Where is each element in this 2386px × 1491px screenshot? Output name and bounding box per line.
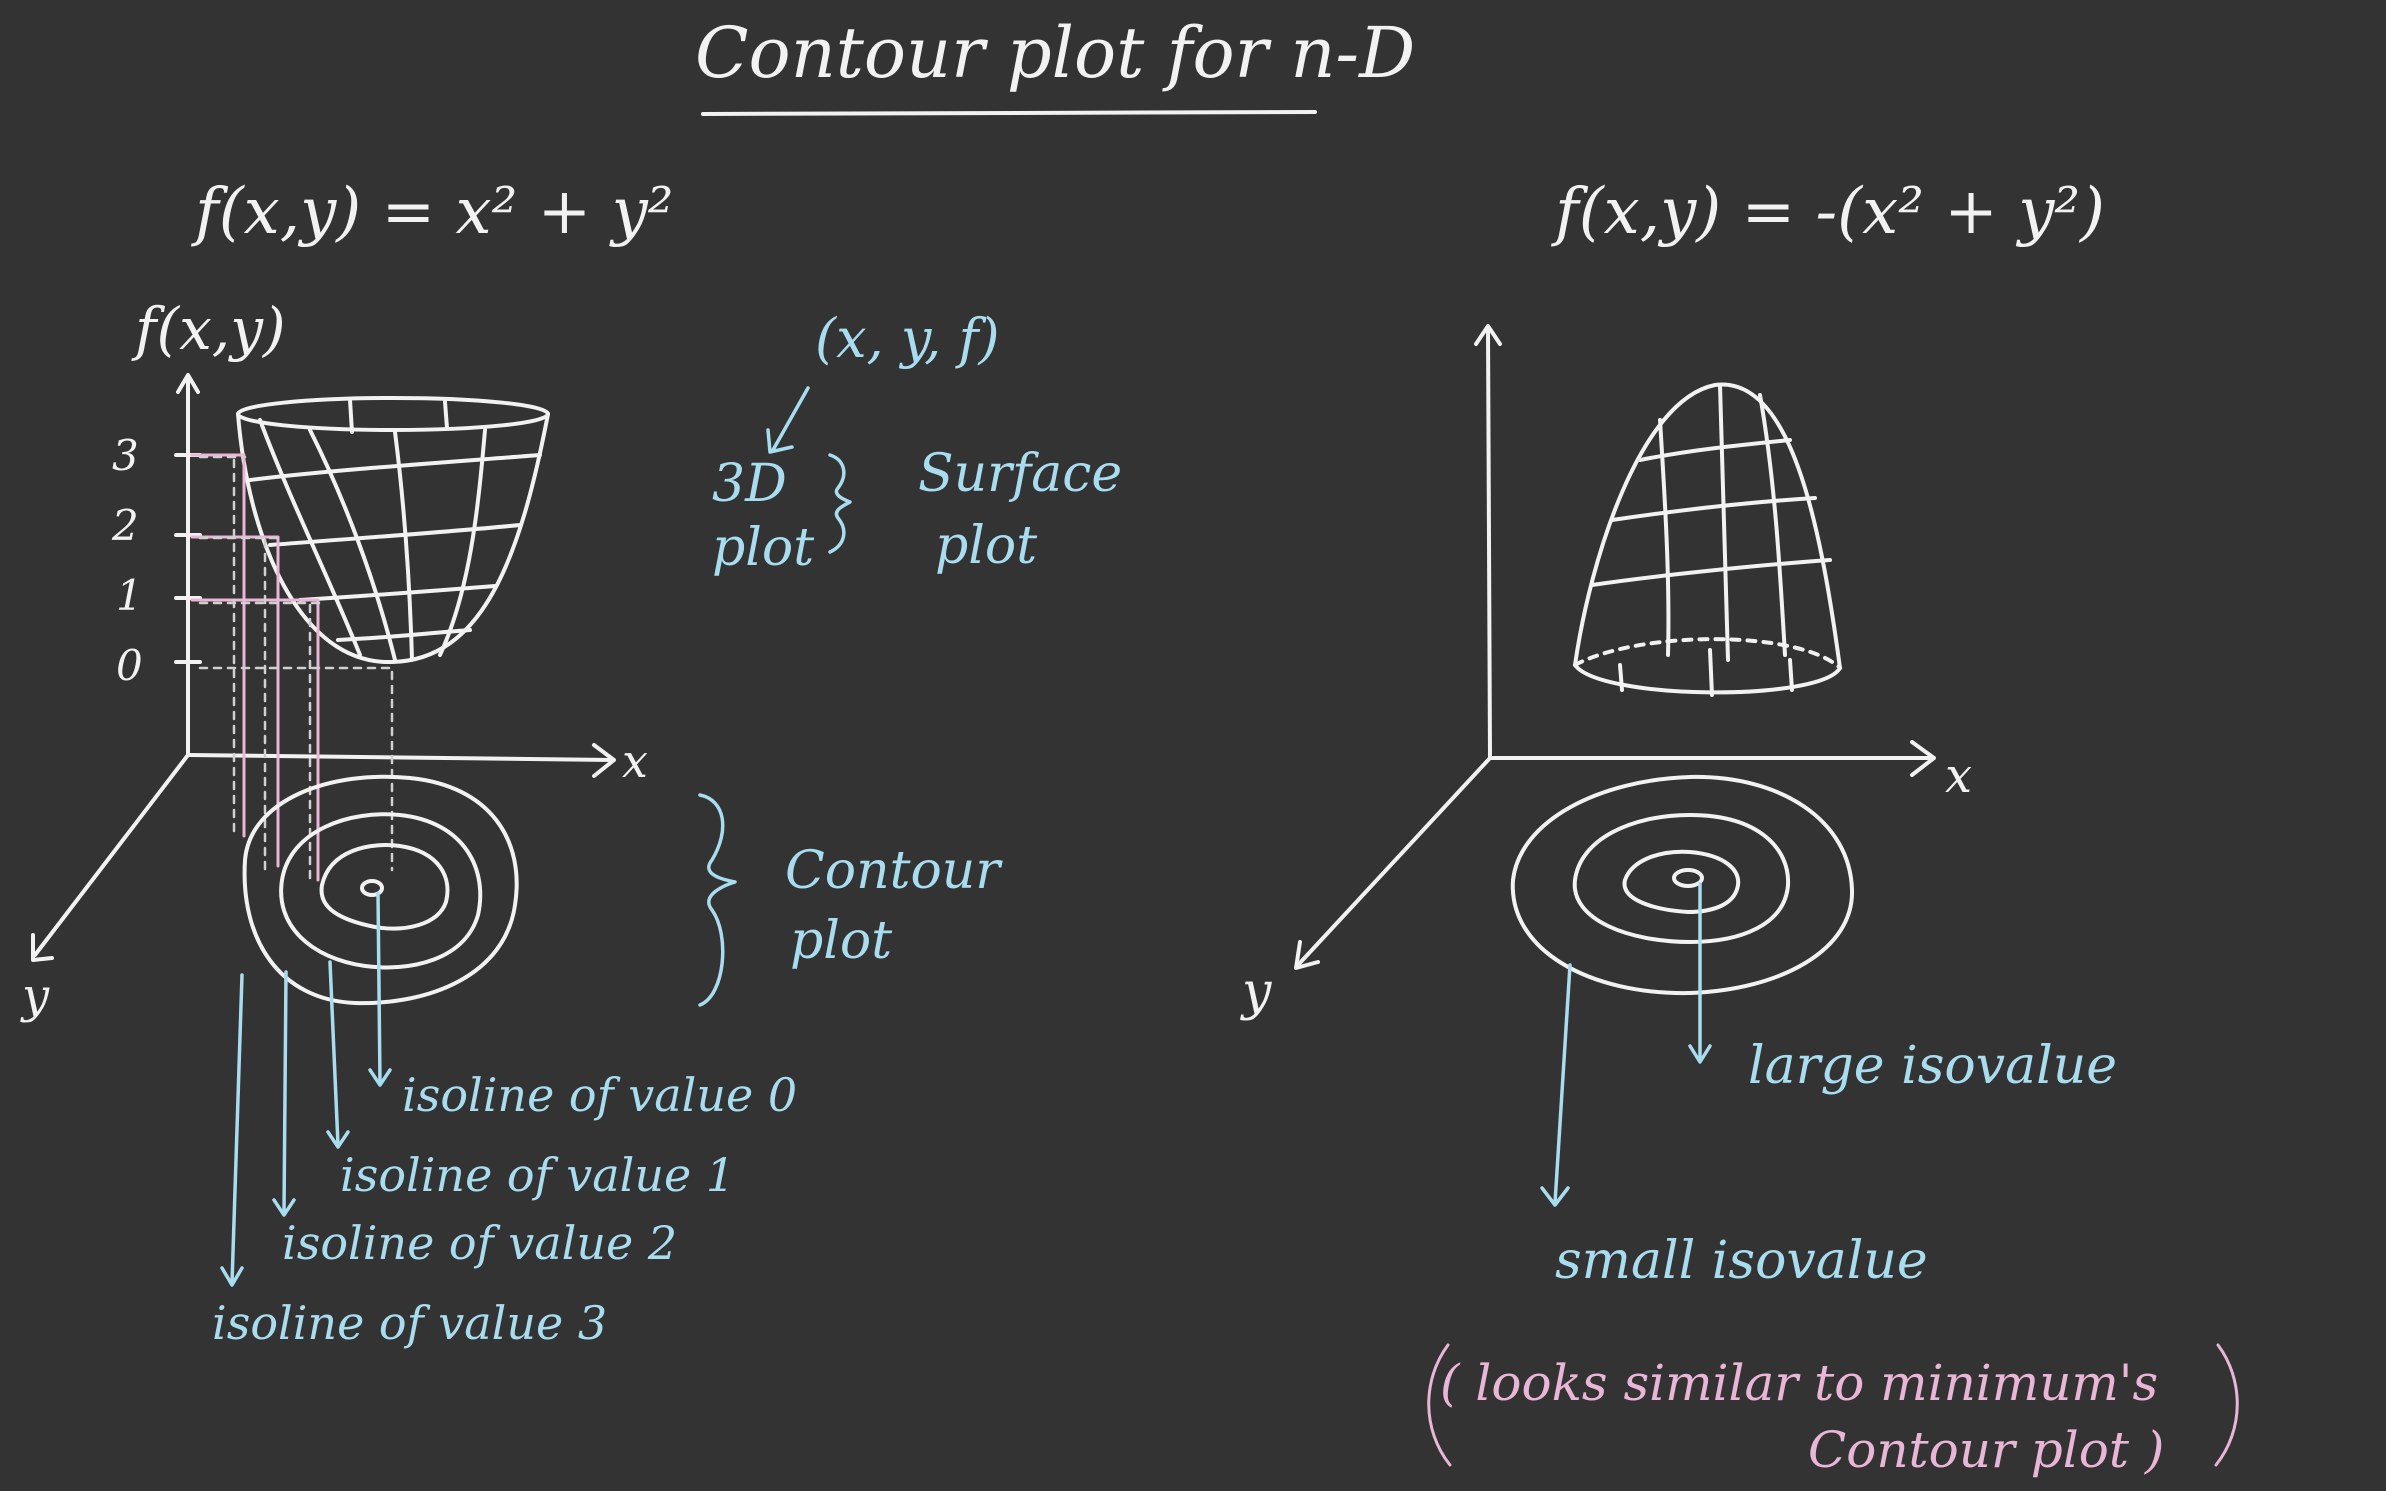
right-axes	[1294, 324, 1936, 970]
left-axes	[31, 373, 616, 962]
dashed-guides	[198, 455, 394, 886]
isoline-value-3: isoline of value 3	[212, 1296, 608, 1350]
page-title: Contour plot for n-D	[695, 12, 1416, 94]
contour-label-line2: plot	[790, 911, 893, 971]
note-parentheses	[1427, 1343, 2239, 1467]
surface-label-line2: plot	[935, 516, 1038, 576]
large-isovalue-label: large isovalue	[1748, 1036, 2117, 1096]
note-line1: ( looks similar to minimum's	[1440, 1354, 2159, 1412]
three-d-label-line1: 3D	[712, 454, 787, 514]
x-axis-label-right: x	[1945, 748, 1973, 804]
right-function-label: f(x,y) = -(x² + y²)	[1555, 175, 2105, 249]
surface-label-line1: Surface	[918, 444, 1123, 504]
right-isovalue-arrows	[1540, 882, 1712, 1207]
three-d-label-line2: plot	[712, 518, 815, 578]
isoline-value-0: isoline of value 0	[402, 1068, 798, 1122]
left-contour-rings	[242, 774, 519, 1006]
title-underline	[701, 110, 1317, 116]
isoline-value-1: isoline of value 1	[340, 1148, 736, 1202]
x-axis-label-left: x	[622, 734, 648, 788]
y-axis-label-left: y	[22, 968, 50, 1024]
right-contour-rings	[1510, 774, 1855, 996]
z-tick-1: 1	[116, 571, 143, 620]
left-function-label: f(x,y) = x² + y²	[195, 175, 674, 249]
left-isoline-arrows	[220, 891, 392, 1287]
z-tick-2: 2	[112, 501, 139, 550]
note-line2: Contour plot )	[1808, 1421, 2165, 1479]
z-tick-3: 3	[112, 431, 139, 480]
z-axis-label: f(x,y)	[135, 295, 286, 363]
contour-label-line1: Contour	[785, 841, 1001, 901]
small-isovalue-label: small isovalue	[1555, 1231, 1928, 1291]
z-tick-0: 0	[116, 641, 143, 690]
y-axis-label-right: y	[1242, 962, 1272, 1022]
dome-surface	[1573, 382, 1842, 697]
isoline-value-2: isoline of value 2	[282, 1216, 678, 1270]
surface-annotation-marks	[698, 386, 852, 1007]
paraboloid-surface	[236, 396, 550, 665]
triple-label: (x, y, f)	[815, 307, 1000, 370]
